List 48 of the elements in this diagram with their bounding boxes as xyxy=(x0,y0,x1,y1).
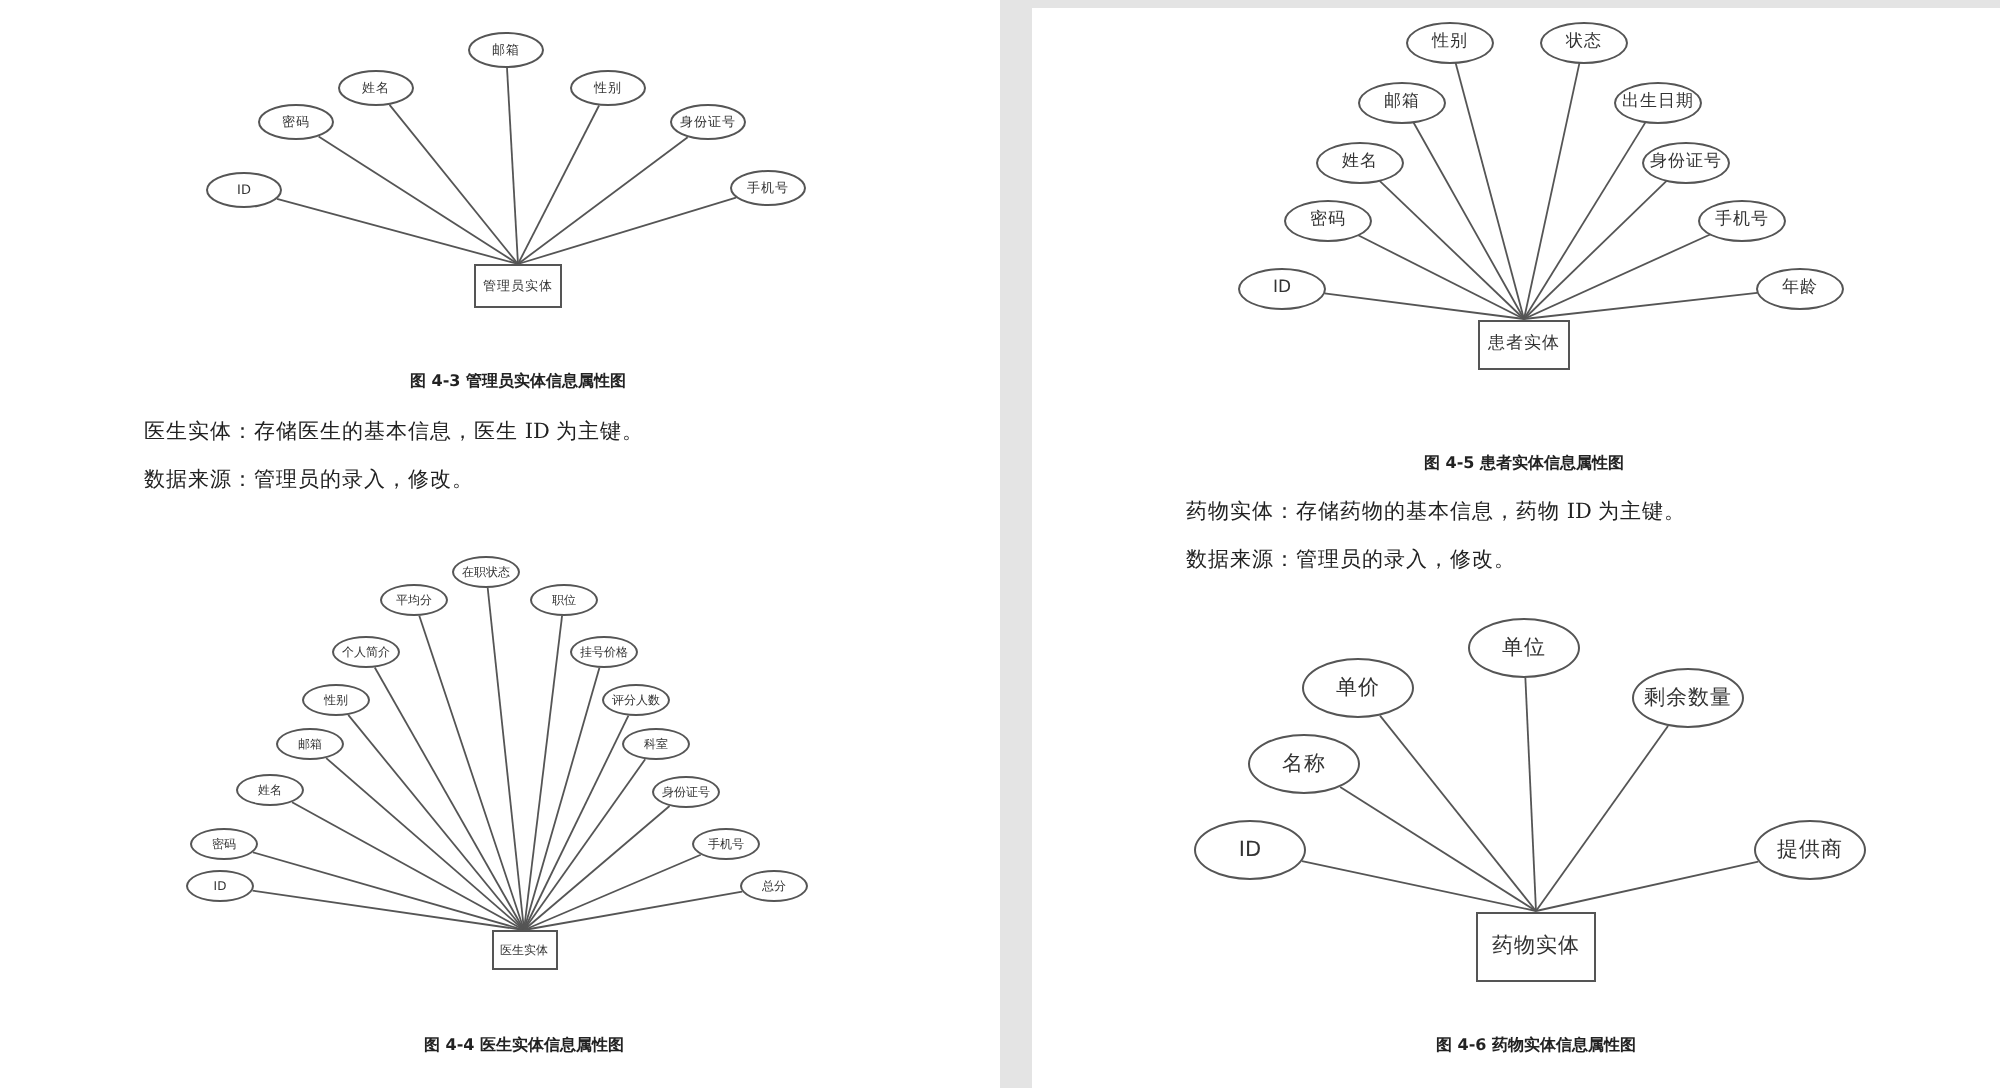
connector-line xyxy=(1339,786,1537,912)
figure-caption: 图 4-5 患者实体信息属性图 xyxy=(1424,456,1625,472)
connector-line xyxy=(1454,61,1525,320)
connector-line xyxy=(1523,291,1759,320)
connector-line xyxy=(517,136,689,265)
connector-line xyxy=(523,666,601,931)
connector-line xyxy=(317,135,519,265)
paragraph-text: 数据来源：管理员的录入，修改。 xyxy=(144,469,474,490)
connector-line xyxy=(1378,179,1525,320)
connector-line xyxy=(1301,860,1537,912)
figure-caption: 图 4-4 医生实体信息属性图 xyxy=(424,1038,625,1054)
connector-line xyxy=(517,196,737,265)
paragraph-text: 药物实体：存储药物的基本信息，药物 ID 为主键。 xyxy=(1186,501,1687,522)
connector-line xyxy=(1523,179,1668,320)
connector-line xyxy=(1379,714,1537,912)
connector-line xyxy=(523,758,647,931)
connector-line xyxy=(1412,121,1525,320)
entity-box: 药物实体 xyxy=(1476,911,1596,981)
connector-line xyxy=(276,198,519,265)
figure-caption: 图 4-3 管理员实体信息属性图 xyxy=(410,374,627,390)
connector-line xyxy=(291,801,525,931)
connector-line xyxy=(1523,62,1581,320)
paragraph-text: 数据来源：管理员的录入，修改。 xyxy=(1186,549,1516,570)
connector-line xyxy=(523,615,563,931)
connector-line xyxy=(523,805,671,931)
connector-line xyxy=(523,853,702,931)
connector-line xyxy=(1523,233,1711,320)
connector-line xyxy=(1535,860,1760,912)
connector-line xyxy=(486,587,525,931)
connector-line xyxy=(1523,121,1647,320)
figure-caption: 图 4-6 药物实体信息属性图 xyxy=(1436,1038,1637,1054)
connector-line xyxy=(1323,292,1525,320)
connector-line xyxy=(523,890,744,931)
connector-line xyxy=(1524,677,1537,912)
connector-line xyxy=(506,67,519,265)
connector-line xyxy=(252,851,525,931)
paragraph-text: 医生实体：存储医生的基本信息，医生 ID 为主键。 xyxy=(144,421,645,442)
connector-line xyxy=(418,614,525,931)
connector-line xyxy=(523,714,630,931)
connector-line xyxy=(347,714,525,931)
connector-line xyxy=(325,757,525,931)
connector-line xyxy=(373,666,525,931)
connector-line xyxy=(251,889,525,931)
connector-line xyxy=(517,104,600,265)
entity-box: 患者实体 xyxy=(1478,319,1570,369)
connector-line xyxy=(1357,234,1525,320)
connector-line xyxy=(1535,725,1669,912)
connector-line xyxy=(388,103,519,265)
